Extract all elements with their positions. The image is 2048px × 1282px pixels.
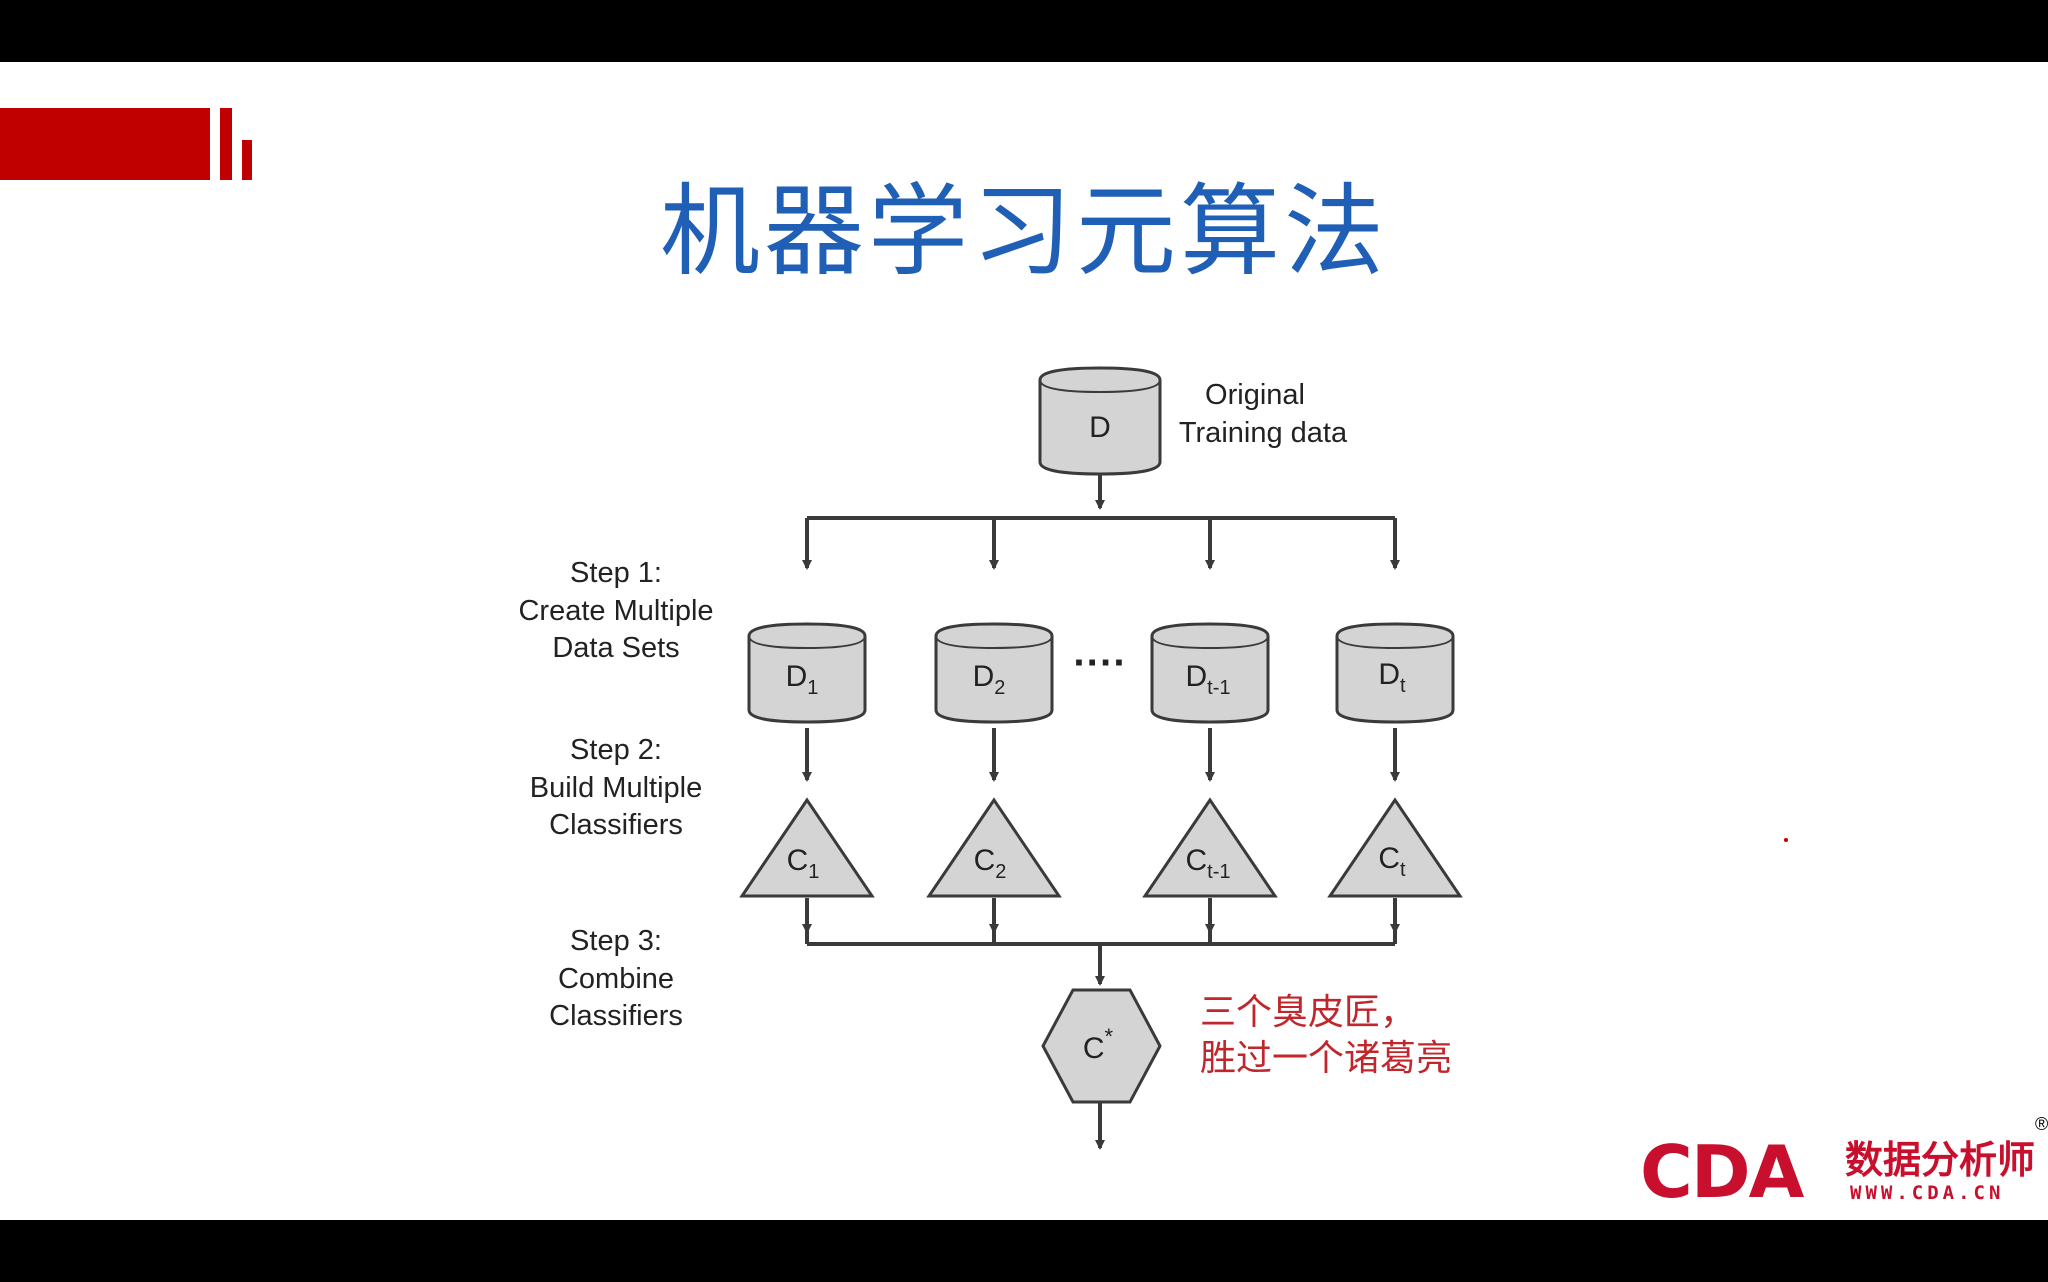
combined-base: C (1083, 1032, 1105, 1065)
step-2-line1: Step 2: (570, 734, 662, 766)
svg-text:C2: C2 (974, 844, 1007, 883)
step-3-line1: Step 3: (570, 925, 662, 957)
brand-cda-mark: CDA (1640, 1130, 1804, 1214)
brand-url: WWW.CDA.CN (1850, 1182, 2005, 1204)
classifier-ct: Ct (1327, 797, 1463, 898)
classifier-c2: C2 (926, 797, 1062, 898)
dataset-d1-base: D (786, 660, 808, 693)
logo-bar-thin-1 (220, 108, 232, 180)
svg-text:Dt-1: Dt-1 (1185, 660, 1230, 699)
classifier-ct-1-sub: t-1 (1207, 861, 1230, 883)
original-label-line1: Original (1205, 379, 1305, 411)
dataset-dt-1-sub: t-1 (1207, 677, 1230, 699)
classifier-c2-sub: 2 (995, 861, 1006, 883)
original-node-label: D (1089, 411, 1111, 444)
dataset-d2: D2 (934, 622, 1054, 724)
split-connectors (802, 474, 1400, 570)
step-1-line3: Data Sets (552, 632, 679, 664)
step-3-line2: Combine (558, 963, 674, 995)
train-arrows (802, 728, 1400, 782)
dataset-d2-base: D (973, 660, 995, 693)
svg-text:D1: D1 (786, 660, 819, 699)
original-label-line2: Training data (1179, 417, 1348, 449)
svg-text:C1: C1 (787, 844, 820, 883)
svg-text:Ct-1: Ct-1 (1185, 844, 1230, 883)
dataset-dt-1-base: D (1185, 660, 1207, 693)
merge-connectors (802, 898, 1400, 986)
logo-bar-thin-2 (242, 140, 252, 180)
step-2-line3: Classifiers (549, 809, 683, 841)
dataset-dt-base: D (1378, 658, 1400, 691)
dataset-ellipsis: ···· (1073, 641, 1126, 685)
step-1-line1: Step 1: (570, 557, 662, 589)
logo-bar-main (0, 108, 210, 180)
svg-text:D2: D2 (973, 660, 1006, 699)
stray-mark (1784, 838, 1788, 842)
combined-classifier: C* (1041, 988, 1162, 1104)
svg-text:Dt: Dt (1378, 658, 1406, 697)
combined-sup: * (1105, 1024, 1114, 1049)
proverb-line1: 三个臭皮匠， (1200, 992, 1417, 1033)
slide: 机器学习元算法 D Original Training data (0, 62, 2048, 1220)
step-3-line3: Classifiers (549, 1000, 683, 1032)
classifier-ct-sub: t (1400, 859, 1406, 881)
dataset-dt-sub: t (1400, 675, 1406, 697)
original-data-cylinder: D (1038, 366, 1162, 476)
classifier-ct-base: C (1378, 842, 1400, 875)
dataset-d1-sub: 1 (807, 677, 818, 699)
dataset-d2-sub: 2 (994, 677, 1005, 699)
classifier-c1-base: C (787, 844, 809, 877)
step-2-label: Step 2: Build Multiple Classifiers (530, 734, 702, 841)
step-1-label: Step 1: Create Multiple Data Sets (518, 557, 713, 664)
proverb-line2: 胜过一个诸葛亮 (1200, 1038, 1453, 1079)
brand-name: 数据分析师 (1845, 1138, 2036, 1182)
step-2-line2: Build Multiple (530, 772, 702, 804)
registered-mark: ® (2035, 1114, 2048, 1134)
svg-text:C*: C* (1083, 1024, 1114, 1065)
step-3-label: Step 3: Combine Classifiers (549, 925, 683, 1032)
classifier-ct-1: Ct-1 (1142, 797, 1278, 898)
svg-text:Ct: Ct (1378, 842, 1406, 881)
classifier-c2-base: C (974, 844, 996, 877)
slide-title: 机器学习元算法 (660, 173, 1388, 290)
classifier-ct-1-base: C (1185, 844, 1207, 877)
proverb-note: 三个臭皮匠， 胜过一个诸葛亮 (1200, 990, 1452, 1082)
step-1-line2: Create Multiple (518, 595, 713, 627)
classifier-c1: C1 (739, 797, 875, 898)
brand-logo: CDA 数据分析师 WWW.CDA.CN ® (1640, 1114, 2048, 1214)
dataset-d1: D1 (747, 622, 867, 724)
dataset-dt-1: Dt-1 (1150, 622, 1270, 724)
dataset-dt: Dt (1335, 622, 1455, 724)
ensemble-diagram: D Original Training data D1 D2 ···· (518, 366, 1788, 1150)
classifier-c1-sub: 1 (808, 861, 819, 883)
